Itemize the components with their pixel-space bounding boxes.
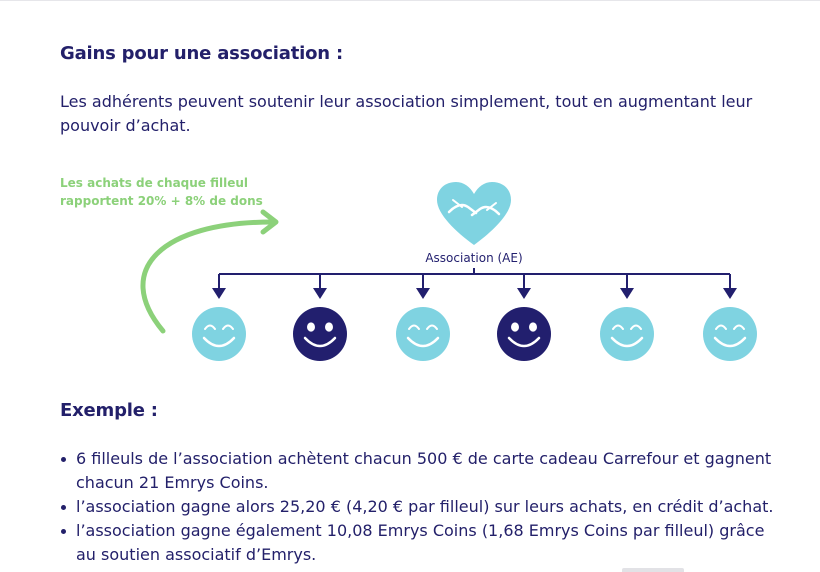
list-item-text: l’association gagne également 10,08 Emry… [76,521,765,564]
list-item-text: 6 filleuls de l’association achètent cha… [76,449,772,492]
member-node [396,274,450,361]
member-row [192,274,757,361]
member-node [600,274,654,361]
donation-note: Les achats de chaque filleul rapportent … [60,176,263,208]
arrow-down-icon [416,288,430,299]
arrow-down-icon [723,288,737,299]
arrow-down-icon [313,288,327,299]
bullet-icon [61,505,66,510]
smiley-open-eyes-icon [293,307,347,361]
example-heading: Exemple : [60,400,158,421]
smiley-closed-eyes-icon [396,307,450,361]
arrow-down-icon [620,288,634,299]
member-node [293,274,347,361]
list-item: 6 filleuls de l’association achètent cha… [58,447,788,495]
arrow-down-icon [212,288,226,299]
list-item: l’association gagne alors 25,20 € (4,20 … [58,495,788,519]
list-item: l’association gagne également 10,08 Emry… [58,519,788,567]
intro-paragraph: Les adhérents peuvent soutenir leur asso… [60,92,753,135]
association-diagram: Association (AE) [140,182,757,361]
member-node [192,274,246,361]
bullet-icon [61,529,66,534]
smiley-closed-eyes-icon [600,307,654,361]
connector-tree [219,268,730,275]
heart-hands-icon [437,182,511,245]
list-item-text: l’association gagne alors 25,20 € (4,20 … [76,497,774,516]
member-node [703,274,757,361]
smiley-open-eyes-icon [497,307,551,361]
member-node [497,274,551,361]
curved-arrow-icon [140,209,279,334]
example-list: 6 filleuls de l’association achètent cha… [58,447,788,567]
association-label: Association (AE) [425,251,522,265]
top-border [0,0,820,1]
smiley-closed-eyes-icon [192,307,246,361]
gains-heading: Gains pour une association : [60,43,343,64]
arrow-down-icon [517,288,531,299]
smiley-closed-eyes-icon [703,307,757,361]
scroll-indicator [622,568,684,572]
bullet-icon [61,457,66,462]
